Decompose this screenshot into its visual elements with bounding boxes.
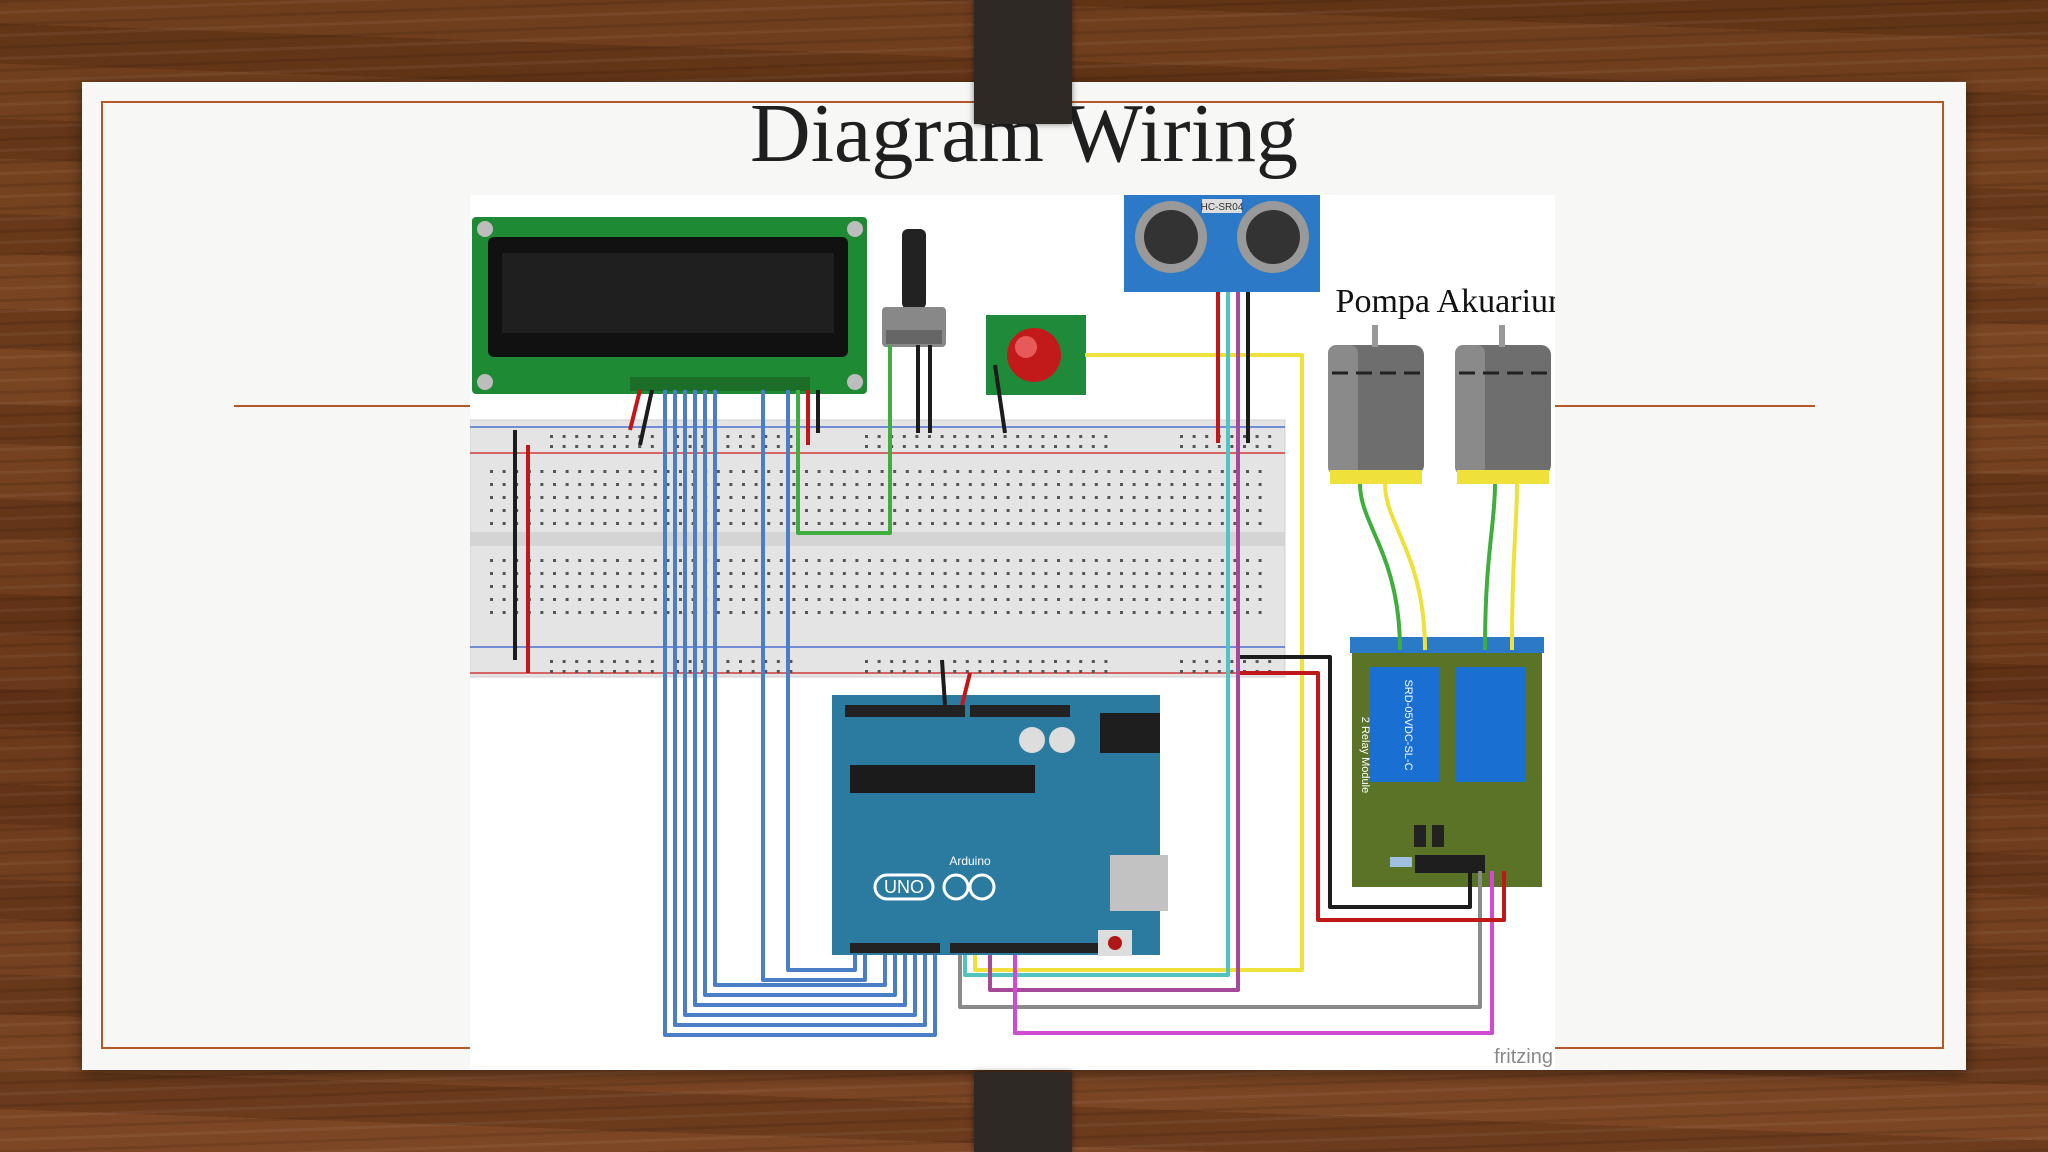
relay-coil-label: SRD-05VDC-SL-C (1402, 679, 1414, 770)
wire-blue (693, 390, 907, 1007)
dc-pump-2 (1455, 325, 1551, 484)
wire-black (940, 659, 947, 706)
wire-black (1240, 655, 1472, 909)
wire-blue (703, 390, 897, 997)
arduino-brand-label: Arduino (949, 854, 991, 868)
wire-green (796, 345, 892, 535)
wire-yellow (1510, 483, 1519, 651)
wire-teal (963, 292, 1230, 977)
binder-strap-bottom (974, 1072, 1072, 1152)
ultrasonic-sensor: HC-SR04 (1124, 195, 1320, 292)
sensor-label: HC-SR04 (1201, 202, 1244, 213)
wire-blue (683, 390, 917, 1017)
relay-module-label: 2 Relay Module (1359, 717, 1371, 793)
potentiometer (882, 229, 946, 347)
wire-blue (761, 390, 867, 982)
wire-gray (958, 871, 1482, 1009)
pump-label: Pompa Akuarium (1336, 283, 1555, 320)
dc-pump-1 (1328, 325, 1424, 484)
wire-blue (786, 390, 857, 972)
relay-module: 2 Relay Module SRD-05VDC-SL-C (1350, 637, 1544, 887)
wire-red (628, 389, 642, 431)
lcd-display (472, 217, 867, 394)
arduino-uno: UNO Arduino (832, 695, 1168, 956)
wire-red (1240, 671, 1506, 922)
wires (513, 292, 1519, 1037)
breadboard-holes (490, 435, 1272, 673)
wire-yellow (1383, 483, 1427, 651)
wire-red (960, 672, 972, 706)
wire-purple (988, 292, 1240, 992)
binder-strap-top (974, 0, 1072, 124)
wire-blue (673, 390, 927, 1027)
wire-blue (663, 390, 937, 1037)
breadboard (470, 419, 1286, 678)
left-accent-line (234, 405, 474, 407)
fritzing-watermark: fritzing (1494, 1046, 1553, 1068)
wire-blue (713, 390, 887, 987)
arduino-uno-logo: UNO (884, 877, 924, 897)
wire-magenta (1013, 871, 1494, 1035)
push-button (986, 315, 1086, 395)
wire-black (993, 364, 1007, 434)
right-accent-line (1555, 405, 1815, 407)
wire-green (1483, 483, 1497, 651)
wiring-diagram: HC-SR04 Pompa Akuarium UNO Arduino (470, 195, 1555, 1070)
wire-black (638, 389, 654, 446)
wire-green (1358, 483, 1402, 651)
